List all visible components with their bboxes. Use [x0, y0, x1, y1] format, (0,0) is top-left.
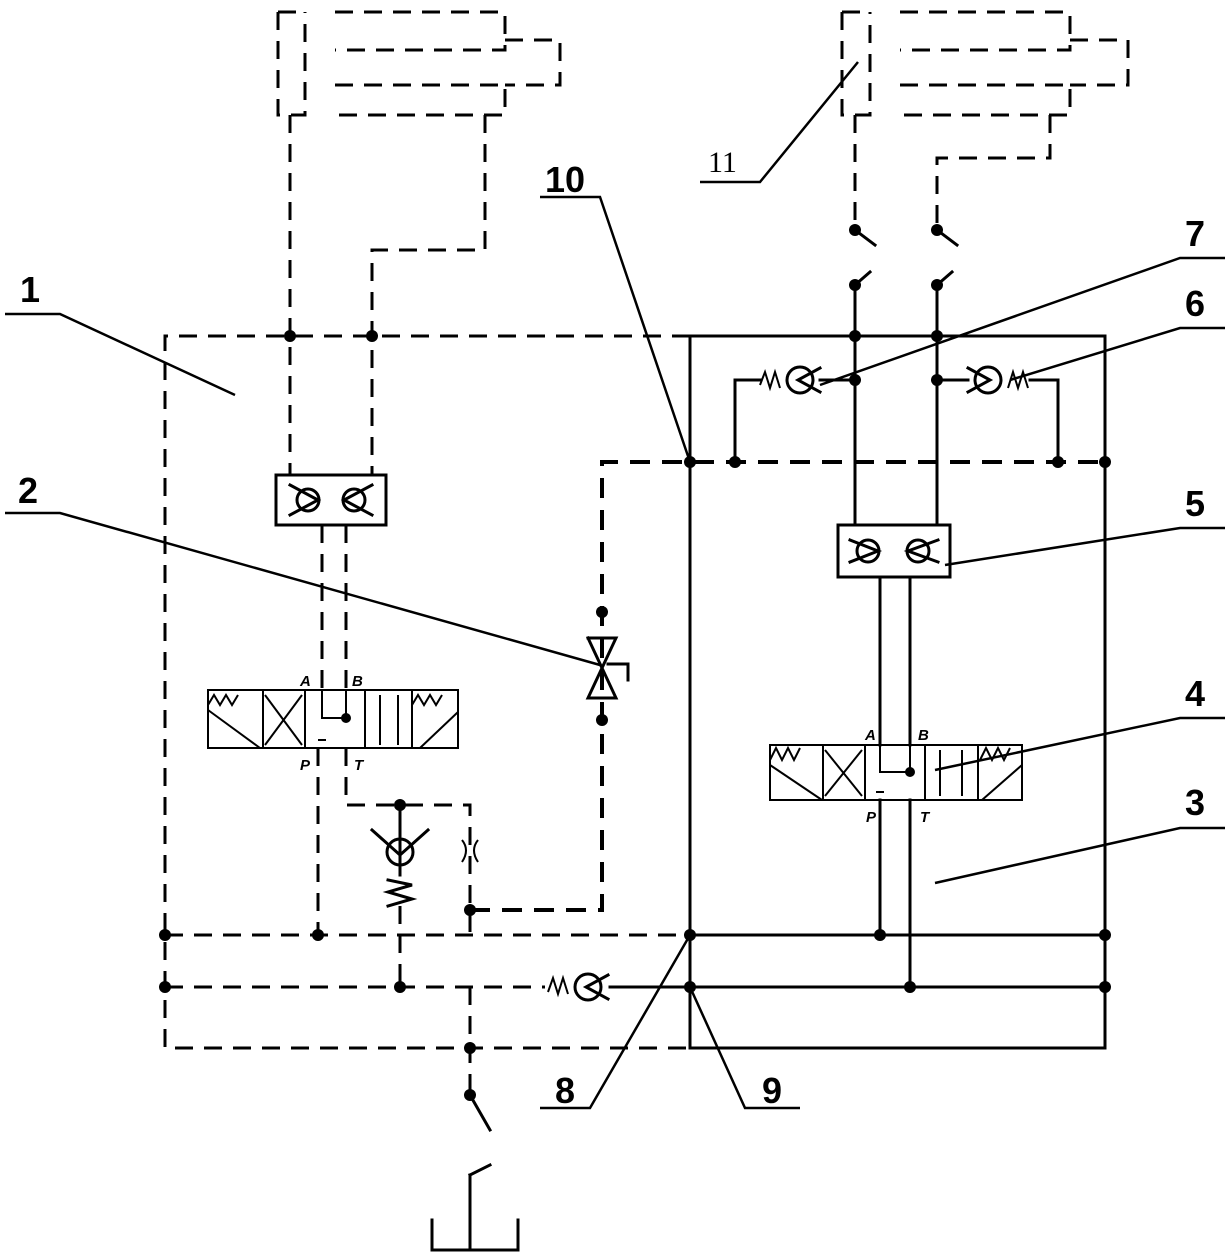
- valve-2: [585, 636, 630, 700]
- module-1-dashed-block: [163, 334, 690, 1050]
- label-4: 4: [1185, 673, 1205, 714]
- check-valve-6: [935, 365, 1060, 464]
- left-top-actuator: [276, 10, 562, 475]
- label-8: 8: [555, 1070, 575, 1111]
- block-3: [608, 334, 1107, 1050]
- directional-valve-4: [769, 744, 1023, 989]
- orifice: [461, 839, 479, 863]
- check-valve-7: [733, 365, 857, 464]
- label-5: 5: [1185, 483, 1205, 524]
- right-port-t: T: [920, 809, 931, 826]
- inlet-check-valve: [547, 972, 611, 1002]
- left-shuttle-valve: [274, 473, 388, 690]
- label-3: 3: [1185, 782, 1205, 823]
- left-check-valve: [369, 803, 431, 987]
- left-port-t: T: [354, 757, 365, 774]
- junction-dots: [159, 224, 1111, 1101]
- label-2: 2: [18, 470, 38, 511]
- label-9: 9: [762, 1070, 782, 1111]
- label-10: 10: [545, 159, 585, 200]
- right-top-actuator: [840, 10, 1130, 527]
- label-6: 6: [1185, 283, 1205, 324]
- right-port-a: A: [864, 727, 876, 744]
- right-port-b: B: [918, 727, 929, 744]
- left-port-b: B: [352, 673, 363, 690]
- left-port-p: P: [300, 757, 311, 774]
- left-port-a: A: [299, 673, 311, 690]
- right-port-p: P: [866, 809, 877, 826]
- shuttle-valve-5: [836, 523, 952, 747]
- label-1: 1: [20, 269, 40, 310]
- left-directional-valve: [207, 689, 472, 1095]
- label-11: 11: [708, 146, 737, 179]
- left-tank: [430, 1092, 520, 1252]
- leader-lines: [5, 61, 1225, 1110]
- label-7: 7: [1185, 213, 1205, 254]
- pilot-line: [470, 460, 1100, 912]
